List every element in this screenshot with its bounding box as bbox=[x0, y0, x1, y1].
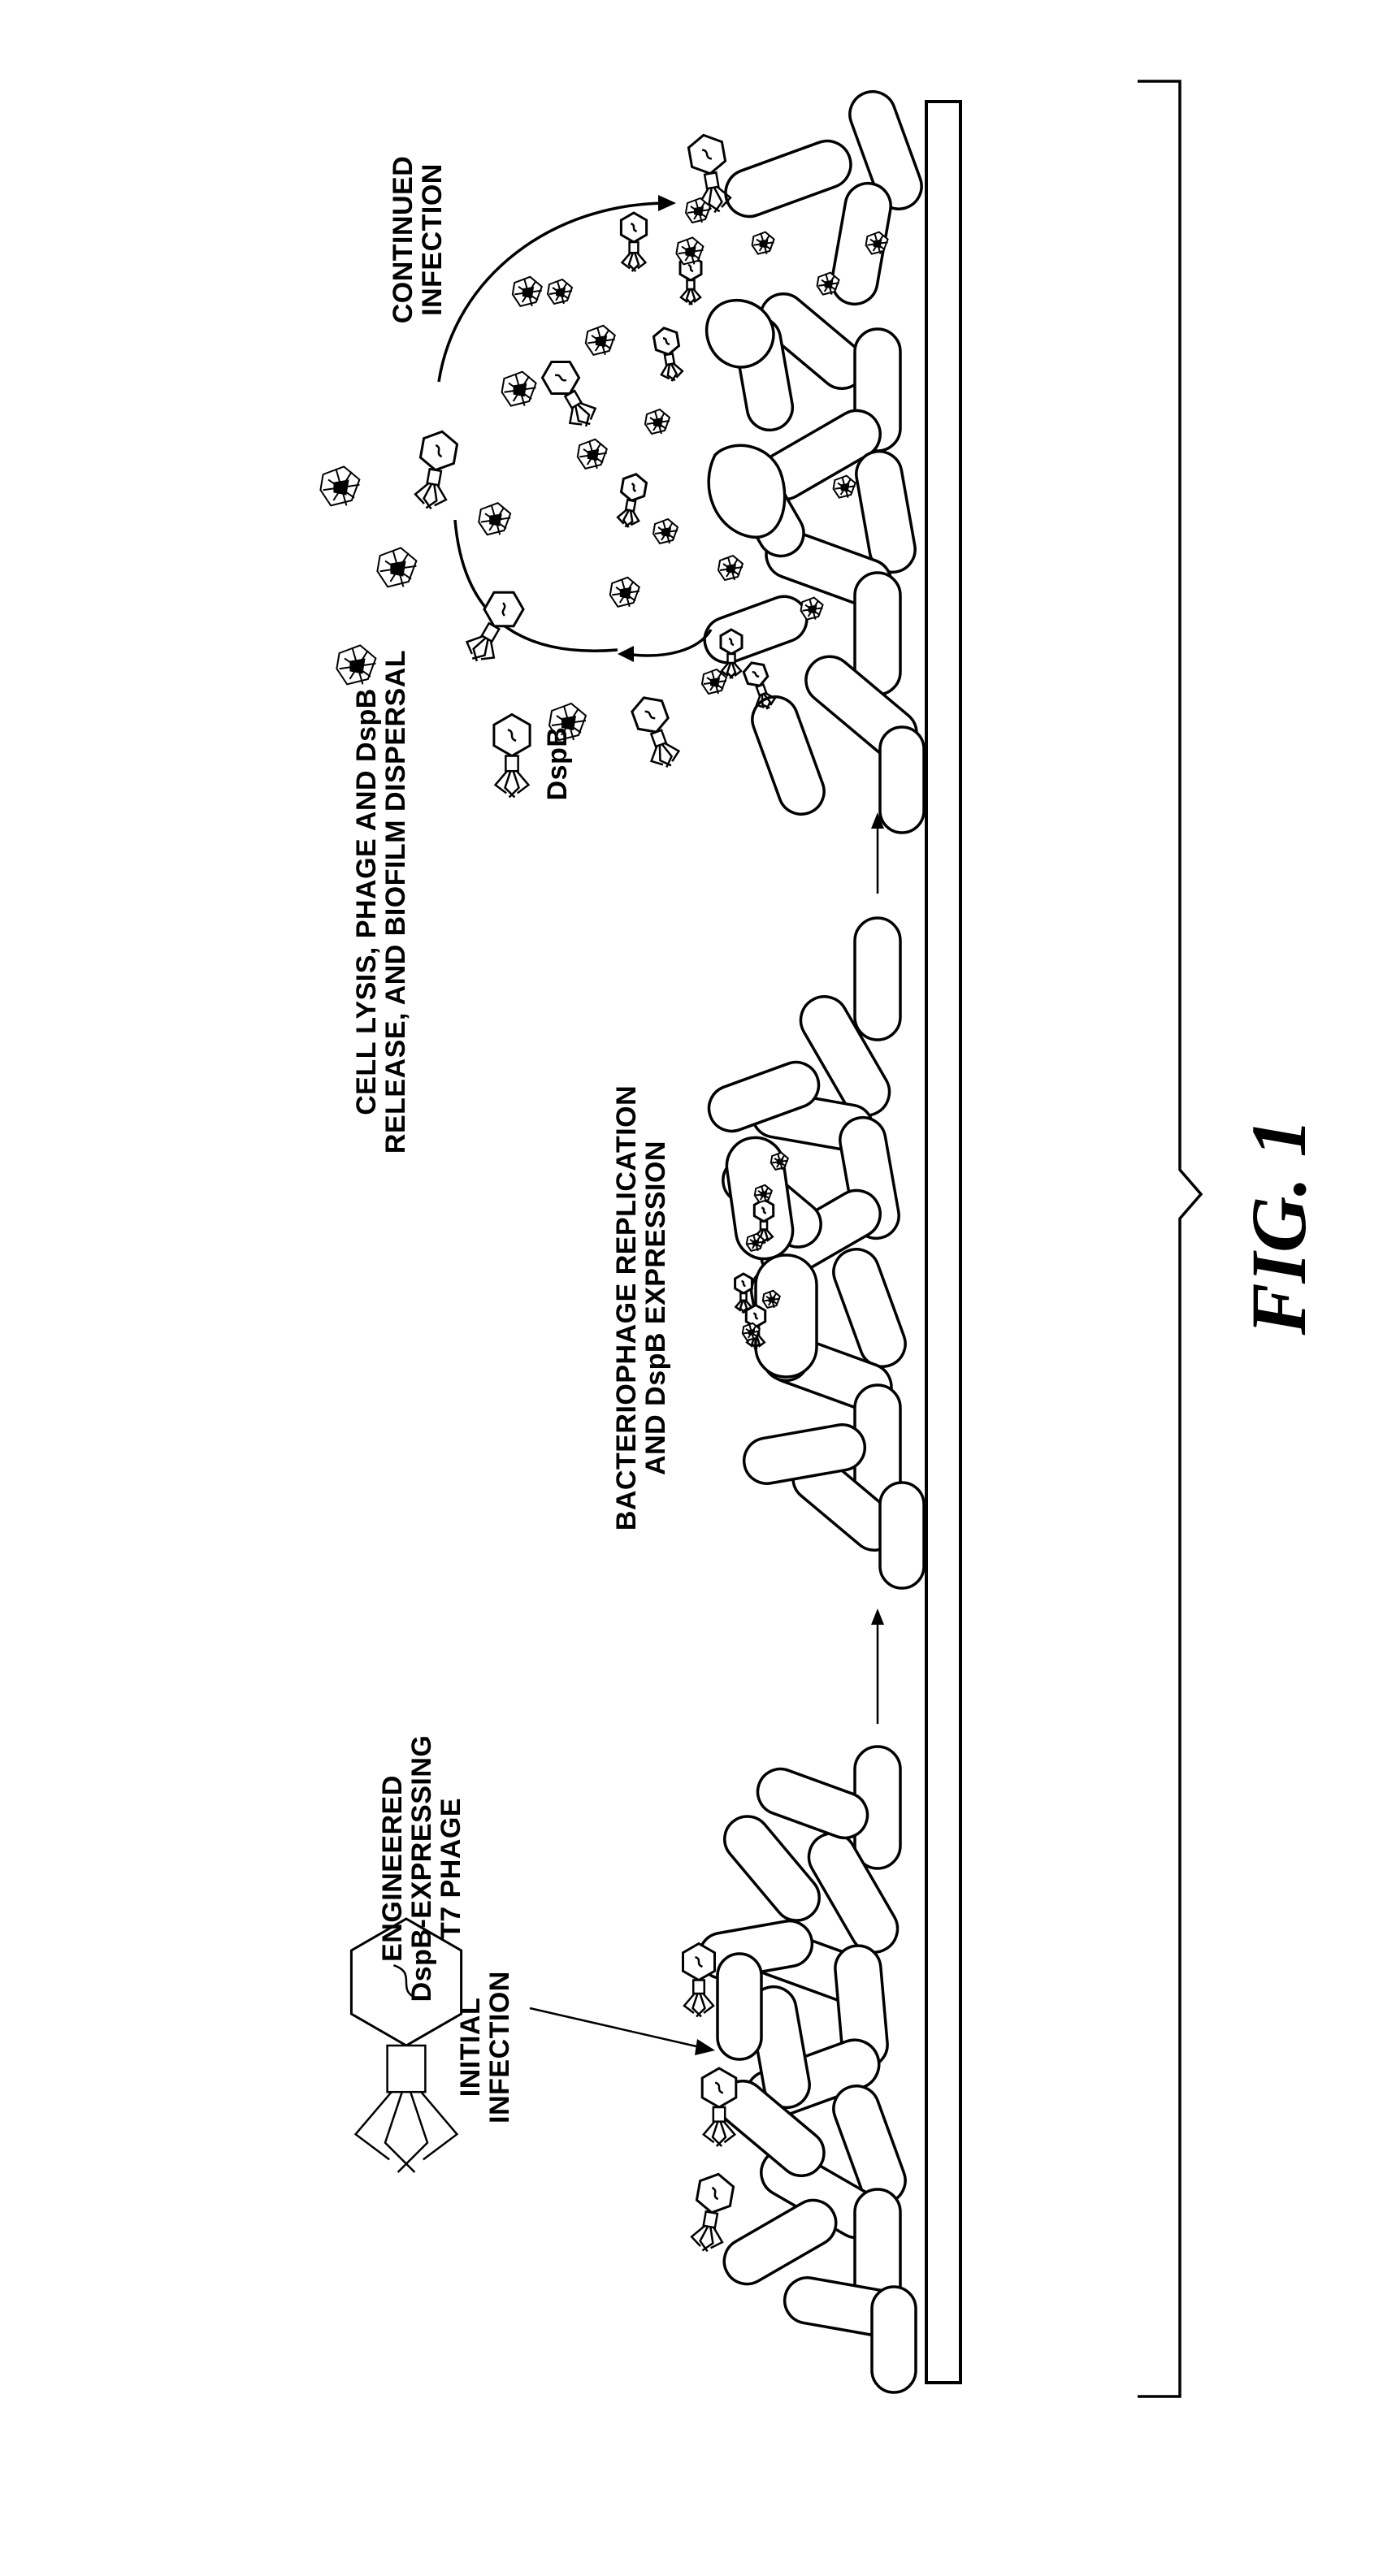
dspb-enzyme-icon bbox=[771, 1153, 788, 1170]
dspb-enzyme-icon bbox=[645, 409, 670, 434]
substrate-surface bbox=[926, 102, 960, 2383]
phage-icon bbox=[538, 354, 602, 433]
phage-icon bbox=[494, 715, 530, 798]
lysing-cell bbox=[707, 301, 774, 367]
label-lysis-line1: CELL LYSIS, PHAGE AND DspB bbox=[351, 688, 382, 1115]
stage-arrow-1 bbox=[871, 1608, 884, 1724]
label-initial-infection: INITIAL INFECTION bbox=[455, 1971, 515, 2124]
lysing-cell bbox=[709, 445, 785, 537]
initial-infection-arrow bbox=[530, 2008, 715, 2055]
dspb-enzyme-icon bbox=[747, 1234, 764, 1251]
dspb-enzyme-icon bbox=[653, 519, 678, 543]
label-engineered-line3: T7 PHAGE bbox=[436, 1798, 466, 1939]
phage-icon bbox=[629, 692, 683, 772]
label-lysis-line2: RELEASE, AND BIOFILM DISPERSAL bbox=[380, 650, 411, 1154]
dspb-enzyme-icon bbox=[763, 1291, 780, 1308]
bacterial-cell bbox=[698, 590, 813, 669]
label-initial-line2: INFECTION bbox=[484, 1971, 515, 2124]
label-engineered-line2: DspB-EXPRESSING bbox=[406, 1735, 437, 2002]
phage-icon bbox=[735, 1274, 752, 1313]
phage-icon bbox=[412, 429, 459, 512]
dspb-enzyme-icon bbox=[686, 198, 710, 223]
dspb-enzyme-icon bbox=[320, 466, 359, 505]
stage-arrow-2 bbox=[871, 812, 884, 894]
phage-icon bbox=[460, 584, 528, 669]
bacterial-cell bbox=[872, 2287, 916, 2392]
bacterial-cell bbox=[719, 134, 857, 223]
dspb-enzyme-icon bbox=[801, 598, 823, 620]
dspb-enzyme-icon bbox=[479, 503, 510, 535]
dspb-enzyme-icon bbox=[513, 277, 542, 306]
label-continued-infection: CONTINUED INFECTION bbox=[388, 156, 448, 324]
label-continued-line1: CONTINUED bbox=[388, 156, 418, 324]
dspb-enzyme-icon bbox=[718, 556, 743, 580]
phage-icon bbox=[652, 326, 685, 383]
phage-icon bbox=[621, 213, 646, 271]
continued-infection-cycle-arrow bbox=[439, 195, 711, 662]
dspb-enzyme-icon bbox=[743, 1323, 760, 1340]
dspb-enzyme-icon bbox=[548, 279, 572, 304]
label-initial-line1: INITIAL bbox=[455, 1998, 486, 2097]
label-replication-line2: AND DspB EXPRESSION bbox=[640, 1141, 671, 1475]
dspb-enzyme-icon bbox=[610, 578, 639, 607]
dspb-enzyme-icon bbox=[336, 645, 375, 684]
label-continued-line2: INFECTION bbox=[417, 163, 448, 316]
dspb-enzyme-icon bbox=[578, 439, 607, 469]
figure-label: FIG. 1 bbox=[1235, 1119, 1322, 1336]
phage-icon bbox=[615, 472, 648, 529]
label-lysis: CELL LYSIS, PHAGE AND DspB RELEASE, AND … bbox=[351, 650, 411, 1154]
dspb-enzyme-icon bbox=[502, 372, 536, 406]
figure-brace bbox=[1138, 81, 1201, 2396]
bacterial-cell bbox=[880, 1483, 924, 1588]
dspb-enzyme-icon bbox=[377, 548, 416, 587]
figure-caption: FIG. 1 bbox=[1235, 1119, 1322, 1336]
dspb-enzyme-icon bbox=[755, 1185, 772, 1202]
dspb-enzyme-icon bbox=[586, 326, 615, 355]
biofilm-cluster-initial bbox=[696, 1747, 916, 2392]
bacterial-cell bbox=[880, 727, 924, 833]
bacterial-cell bbox=[746, 691, 830, 820]
label-replication-line1: BACTERIOPHAGE REPLICATION bbox=[611, 1085, 642, 1530]
biofilm-cluster-replication bbox=[703, 918, 924, 1588]
label-replication: BACTERIOPHAGE REPLICATION AND DspB EXPRE… bbox=[611, 1085, 671, 1530]
label-dspb-text: DspB bbox=[542, 727, 573, 801]
dspb-enzyme-icon bbox=[752, 232, 774, 254]
label-engineered-line1: ENGINEERED bbox=[377, 1775, 408, 1962]
phage-icon bbox=[688, 2171, 735, 2254]
dspb-enzyme-icon bbox=[834, 476, 856, 498]
phage-icon bbox=[683, 1944, 715, 2017]
bacterial-cell bbox=[716, 2192, 844, 2292]
label-dspb: DspB bbox=[542, 727, 573, 801]
bacterial-cell bbox=[718, 1954, 761, 2059]
bacterial-cell bbox=[855, 918, 900, 1040]
